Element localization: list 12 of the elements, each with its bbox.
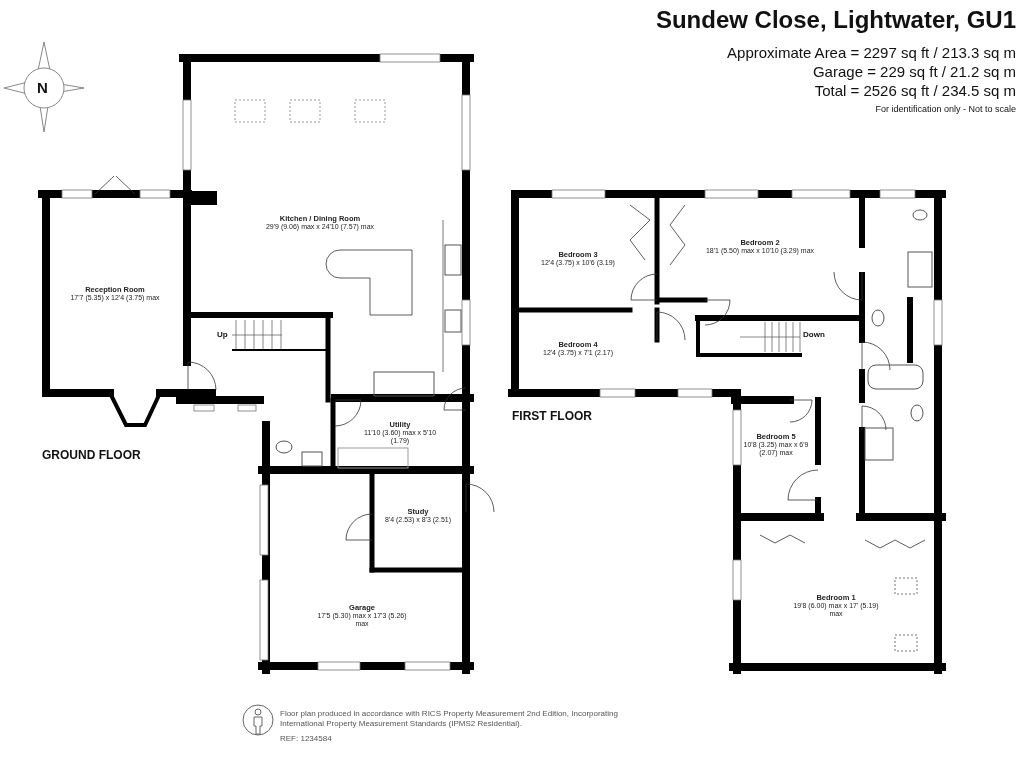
area-text: Garage = 229 sq ft / 21.2 sq m xyxy=(812,63,1016,80)
floor-label: FIRST FLOOR xyxy=(512,409,592,423)
floor-label: GROUND FLOOR xyxy=(42,448,141,462)
scale-note: For identification only - Not to scale xyxy=(875,104,1016,114)
area-text: Total = 2526 sq ft / 234.5 sq m xyxy=(814,82,1016,99)
footer-note: Floor plan produced in accordance with RICS Property Measurement 2nd Edition, Incorporating International Property Measurement Standards (IPMS2 Residential). xyxy=(280,709,619,729)
stair-label: Up xyxy=(217,330,228,339)
stair-label: Down xyxy=(803,330,825,339)
area-text: Approximate Area = 2297 sq ft / 213.3 sq m xyxy=(727,44,1016,61)
north-label: N xyxy=(37,79,48,96)
plan-title: Sundew Close, Lightwater, GU1 xyxy=(655,6,1016,34)
reference-text: REF: 1234584 xyxy=(280,734,332,743)
